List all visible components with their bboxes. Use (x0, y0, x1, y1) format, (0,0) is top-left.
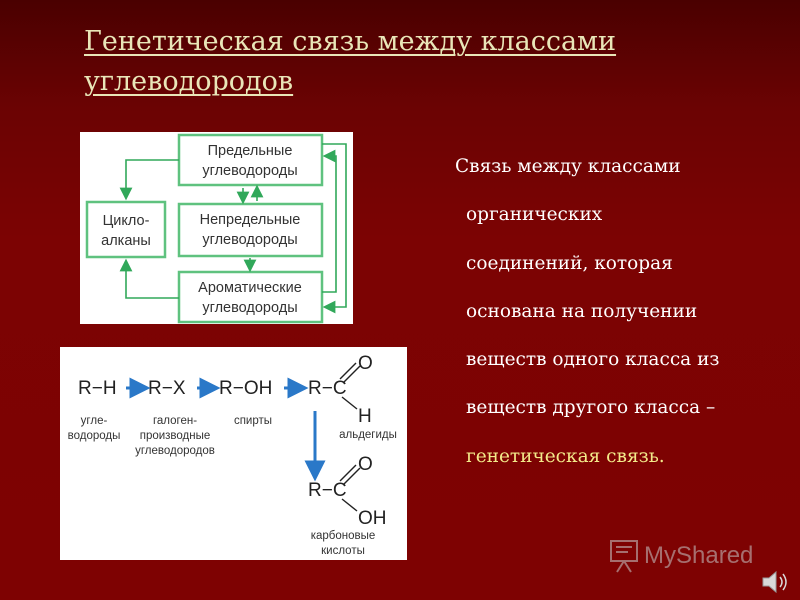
hydrocarbon-classes-diagram: Предельные углеводороды Цикло- алканы Не… (80, 132, 353, 324)
formula-acid-o: O (358, 454, 373, 475)
bond-lines (339, 362, 361, 512)
description-line-2: органических (466, 204, 603, 226)
description-text: Связь между классами органических соедин… (455, 143, 790, 481)
formula-rx: R−X (148, 378, 186, 399)
formula-aldehyde-h: H (358, 406, 372, 427)
slide-title: Генетическая связь между классами углево… (84, 22, 724, 102)
saturated-label-1: Предельные (208, 143, 293, 159)
box-unsaturated (177, 202, 324, 258)
description-highlight: генетическая связь. (466, 445, 665, 467)
aromatic-label-1: Ароматические (198, 280, 302, 296)
genetic-chain-diagram: R−H R−X R−OH R−C O H R−C O OH (60, 347, 407, 560)
unsaturated-label-1: Непредельные (200, 212, 301, 228)
box-cycloalkanes (85, 200, 167, 259)
label-halogen-1: галоген- (153, 415, 197, 427)
myshared-logo: MyShared (608, 535, 773, 575)
label-alcohols: спирты (234, 415, 272, 427)
label-halogen-2: производные (140, 430, 211, 442)
description-line-6: веществ другого класса – (466, 397, 716, 419)
formula-roh: R−OH (219, 378, 272, 399)
description-line-1: Связь между классами (455, 156, 681, 177)
class-arrows (119, 143, 347, 314)
saturated-label-2: углеводороды (202, 163, 297, 179)
formula-acid-oh: OH (358, 508, 387, 529)
logo-text: MyShared (644, 542, 753, 569)
formula-aldehyde-rc: R−C (308, 378, 347, 399)
box-aromatic (177, 270, 324, 324)
presentation-board-icon (610, 540, 638, 573)
label-hydrocarbons-1: угле- (81, 415, 108, 427)
speaker-icon[interactable] (760, 568, 796, 596)
title-line-2: углеводородов (84, 66, 294, 97)
description-line-5: веществ одного класса из (466, 349, 720, 371)
formula-rh: R−H (78, 378, 117, 399)
formula-aldehyde-o: O (358, 353, 373, 374)
label-aldehydes: альдегиды (339, 429, 397, 441)
label-acids-2: кислоты (321, 545, 365, 557)
label-hydrocarbons-2: водороды (68, 430, 121, 442)
title-line-1: Генетическая связь между классами (84, 26, 617, 57)
formula-acid-rc: R−C (308, 480, 347, 501)
aromatic-label-2: углеводороды (202, 300, 297, 316)
cyclo-label-2: алканы (101, 233, 151, 249)
label-acids-1: карбоновые (311, 530, 376, 542)
cyclo-label-1: Цикло- (103, 213, 150, 229)
label-halogen-3: углеводородов (135, 445, 215, 457)
description-line-3: соединений, которая (466, 252, 673, 274)
unsaturated-label-2: углеводороды (202, 232, 297, 248)
chain-arrows (126, 377, 326, 482)
description-line-4: основана на получении (466, 300, 698, 322)
